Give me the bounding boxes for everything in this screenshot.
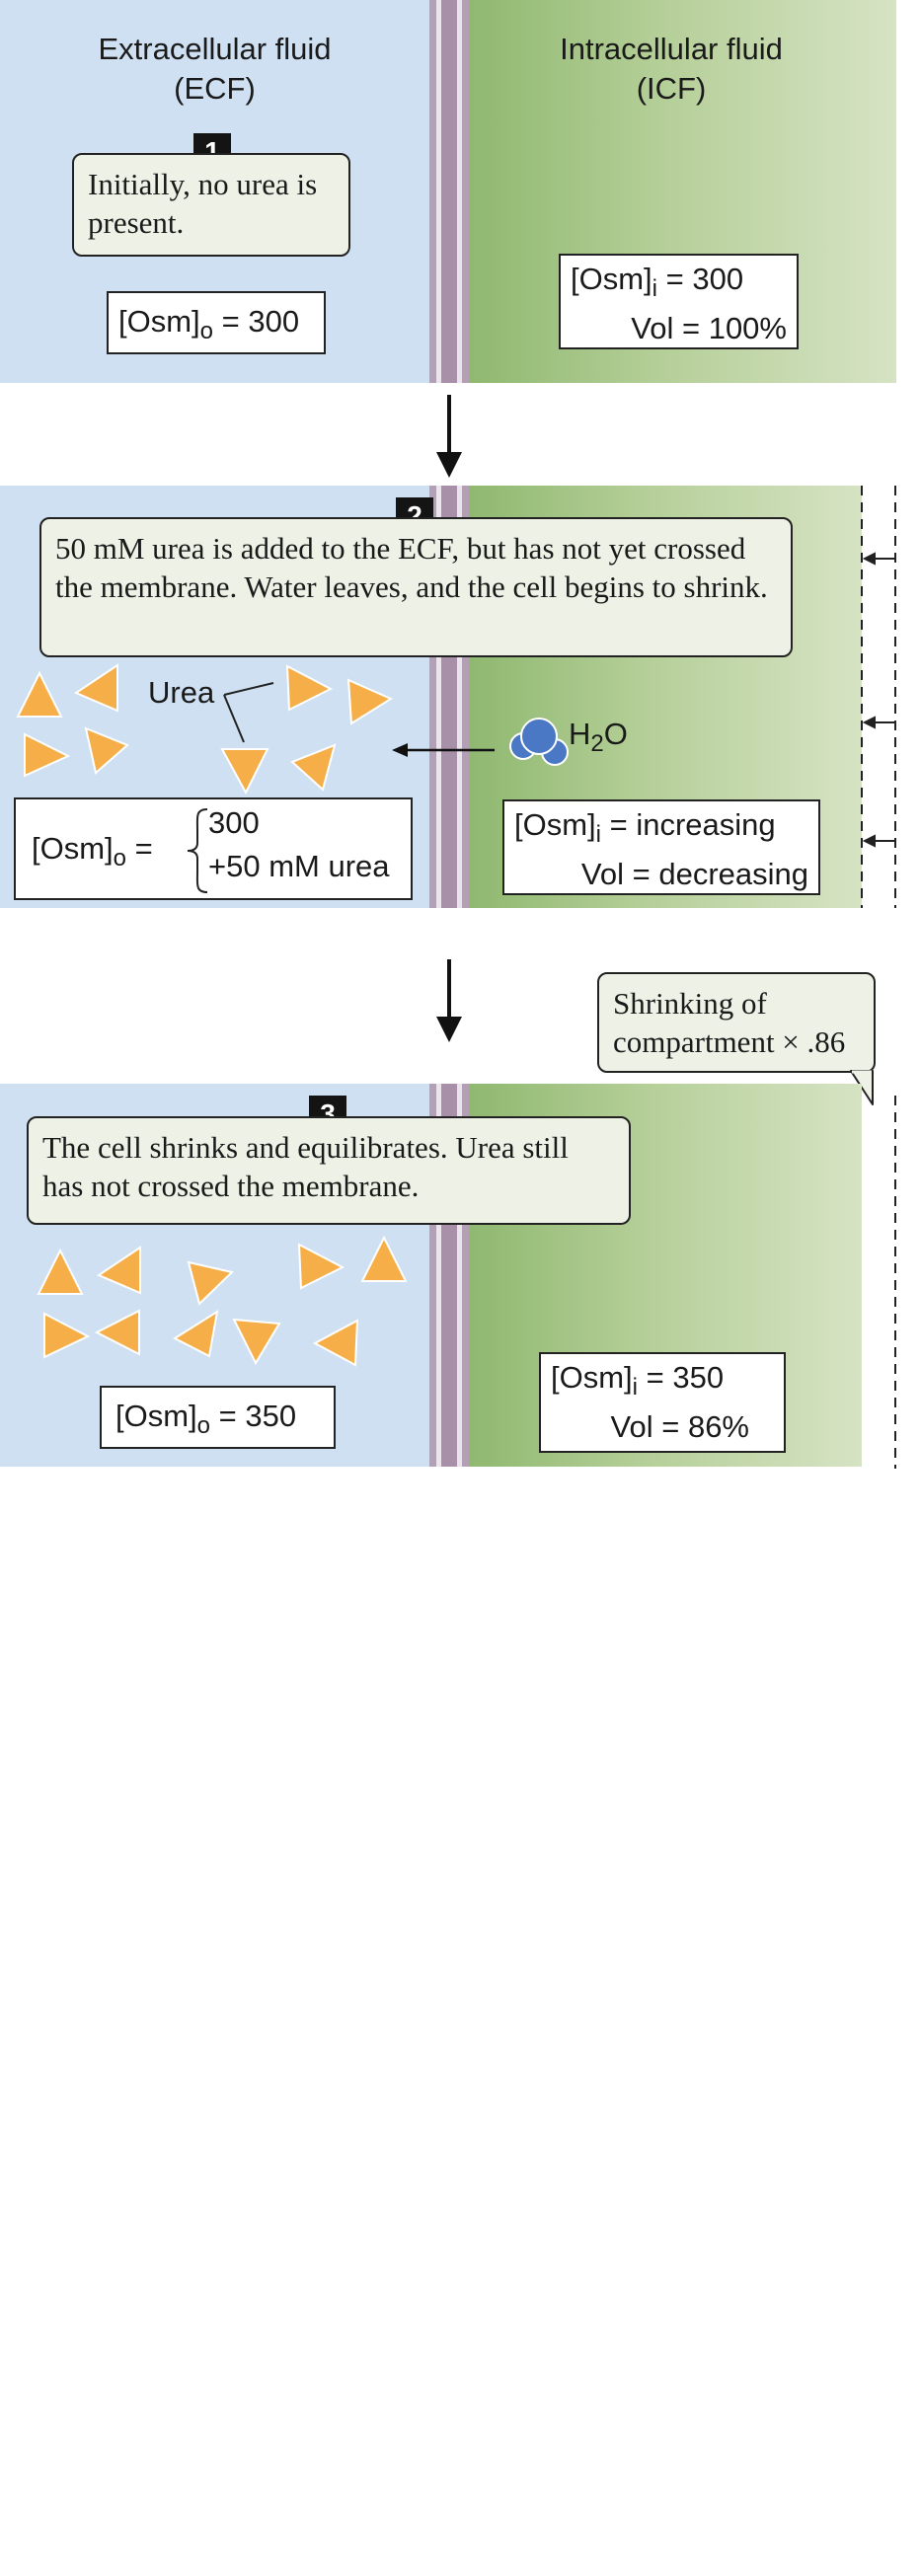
icf-vol-value: Vol = 86% <box>610 1409 749 1445</box>
original-boundary-line <box>894 1096 896 1469</box>
icf-osm-label: [Osm] <box>514 807 596 842</box>
urea-molecule <box>232 1318 281 1366</box>
urea-molecule <box>16 670 63 718</box>
panel3-ecf-osm-box: [Osm]o = 350 <box>100 1386 336 1449</box>
panel1-icf-osm-box: [Osm]i = 300 Vol = 100% <box>559 254 799 349</box>
icf-osm-sub: i <box>652 275 658 303</box>
urea-molecule <box>172 1309 219 1358</box>
urea-molecule <box>24 732 71 778</box>
icf-title-text: Intracellular fluid <box>560 32 783 66</box>
icf-osm-value: = 350 <box>646 1360 725 1395</box>
panel2-note: 50 mM urea is added to the ECF, but has … <box>39 517 793 657</box>
urea-molecule <box>43 1312 91 1359</box>
ecf-osm-sub: o <box>113 845 127 872</box>
urea-molecule <box>360 1235 408 1282</box>
urea-molecule <box>312 1319 359 1367</box>
ecf-osm-value: = 350 <box>218 1399 297 1433</box>
panel1-membrane <box>429 0 469 383</box>
water-label-sub: 2 <box>590 730 604 758</box>
urea-molecule <box>84 726 129 775</box>
ecf-osm-line2: +50 mM urea <box>208 849 390 883</box>
ecf-osm-sub: o <box>199 318 214 345</box>
icf-abbr-text: (ICF) <box>636 71 707 106</box>
urea-molecule <box>73 663 118 713</box>
ecf-osm-value: = 300 <box>221 304 300 339</box>
water-label: H2O <box>569 717 628 758</box>
panel2-ecf-osm-box: [Osm]o = 300 +50 mM urea <box>14 797 413 900</box>
icf-vol-value: Vol = 100% <box>631 311 787 346</box>
urea-molecule <box>285 664 334 712</box>
water-label-o: O <box>603 717 628 751</box>
shrinking-note-pointer <box>850 1070 874 1105</box>
urea-molecule <box>346 678 394 725</box>
panel3-note: The cell shrinks and equilibrates. Urea … <box>27 1116 631 1225</box>
urea-molecule <box>94 1309 140 1356</box>
panel2-icf-osm-box: [Osm]i = increasing Vol = decreasing <box>502 799 820 895</box>
ecf-osm-sub: o <box>196 1412 211 1440</box>
panel3-icf-osm-box: [Osm]i = 350 Vol = 86% <box>539 1352 786 1453</box>
original-boundary-lines <box>861 486 896 908</box>
ecf-title-text: Extracellular fluid <box>98 32 332 66</box>
water-efflux-arrow-icon <box>392 743 495 757</box>
down-arrow-icon <box>436 395 462 478</box>
icf-title: Intracellular fluid (ICF) <box>508 30 834 109</box>
water-molecule-icon <box>509 718 569 766</box>
urea-molecule <box>290 743 337 792</box>
ecf-osm-label: [Osm] <box>32 831 114 866</box>
urea-label-leader <box>223 682 274 743</box>
urea-molecule <box>297 1243 345 1290</box>
panel1-note: Initially, no urea is present. <box>72 153 350 257</box>
ecf-osm-label: [Osm] <box>115 1399 197 1433</box>
ecf-abbr-text: (ECF) <box>174 71 256 106</box>
icf-vol-value: Vol = decreasing <box>580 857 808 892</box>
panel1-ecf-osm-box: [Osm]o = 300 <box>107 291 326 354</box>
icf-osm-label: [Osm] <box>571 262 652 296</box>
down-arrow-icon <box>436 959 462 1042</box>
icf-osm-sub: i <box>632 1374 639 1402</box>
ecf-osm-equals: = <box>134 831 153 866</box>
urea-molecule <box>96 1246 141 1295</box>
ecf-title: Extracellular fluid (ECF) <box>39 30 390 109</box>
icf-osm-value: = increasing <box>609 807 776 842</box>
ecf-osm-line1: 300 <box>208 805 260 840</box>
icf-osm-label: [Osm] <box>551 1360 633 1395</box>
ecf-osm-label: [Osm] <box>118 304 200 339</box>
icf-osm-value: = 300 <box>665 262 744 296</box>
shrinking-note: Shrinking of compartment × .86 <box>597 972 876 1073</box>
urea-molecule <box>37 1248 84 1295</box>
urea-label: Urea <box>148 675 215 710</box>
urea-molecule <box>187 1260 235 1306</box>
urea-molecule <box>220 748 269 796</box>
water-label-h: H <box>569 717 591 751</box>
icf-osm-sub: i <box>595 821 602 849</box>
curly-brace-icon <box>187 808 208 893</box>
